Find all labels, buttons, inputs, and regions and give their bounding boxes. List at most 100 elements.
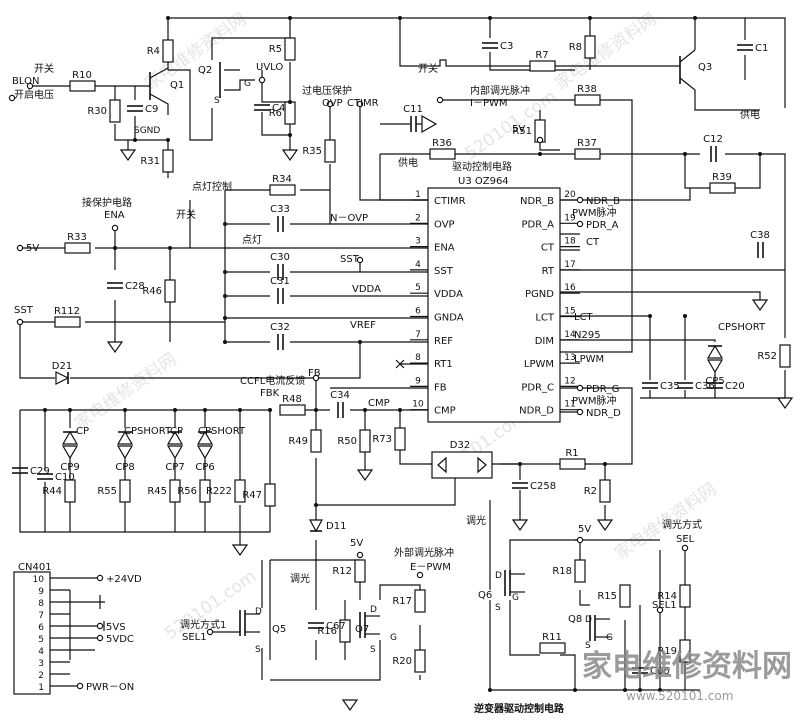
ic-pin-name: ENA <box>434 243 455 254</box>
capacitor-label: C258 <box>530 481 556 492</box>
connector-pin-number: 10 <box>33 575 45 585</box>
capacitor-label: C32 <box>270 322 290 333</box>
c5vdc-label: 5VDC <box>106 634 134 645</box>
resistor-label: R20 <box>392 656 412 667</box>
junction-dot <box>288 100 292 104</box>
ic-pin-name: NDR_D <box>519 406 554 417</box>
supply-label: 供电 <box>398 156 418 169</box>
resistor-r1: R1 <box>559 448 586 470</box>
diode-label: CP9 <box>60 462 79 473</box>
capacitor-c28: C28 <box>107 281 145 292</box>
q6-s: S <box>495 603 501 613</box>
resistor-label: R5 <box>269 44 282 55</box>
resistor-label: R38 <box>577 84 597 95</box>
resistor-label: R73 <box>372 434 392 445</box>
capacitor-c29: C29 <box>12 466 50 477</box>
diode-label: D11 <box>326 521 346 532</box>
resistor-label: R35 <box>302 146 322 157</box>
test-point <box>656 606 664 614</box>
ext-pwm-label: 外部调光脉冲 <box>394 546 454 559</box>
ic-u3: 驱动控制电路 U3 OZ964 <box>427 160 561 423</box>
cp-label: CP <box>76 426 89 437</box>
connector-body <box>13 571 51 695</box>
junction-dot <box>363 408 367 412</box>
test-point <box>96 634 104 642</box>
resistor-r36: R36 <box>429 138 456 160</box>
diode-label: D21 <box>52 361 72 372</box>
resistor-label: R31 <box>140 156 160 167</box>
switch-label-3: 开关 <box>176 208 196 221</box>
q6-d: D <box>495 571 502 581</box>
resistor-label: R55 <box>97 486 117 497</box>
test-point <box>356 256 364 264</box>
q5-s: S <box>255 645 261 655</box>
resistor-label: R49 <box>288 436 308 447</box>
vdda-label: VDDA <box>352 284 381 295</box>
diode-label: D32 <box>450 440 470 451</box>
capacitor-label: C1 <box>755 43 768 54</box>
resistor-r5: R5 <box>269 37 296 61</box>
test-point <box>76 682 84 690</box>
resistor-label: R19 <box>657 646 677 657</box>
c5vs-label: 5VS <box>106 622 126 633</box>
resistor-label: R47 <box>242 490 262 501</box>
v5-label-3: 5V <box>350 538 363 549</box>
resistor-label: R50 <box>337 436 357 447</box>
ic-name: 驱动控制电路 <box>452 160 512 173</box>
capacitor-c38: C38 <box>750 230 770 258</box>
transistor-q3: Q3 <box>698 62 712 73</box>
resistor-r20: R20 <box>392 649 426 673</box>
sel-label: SEL <box>676 534 695 545</box>
ic-pin-name: RT <box>542 266 555 277</box>
junction-dot <box>43 408 47 412</box>
resistor-r46: R46 <box>142 279 176 303</box>
resistor-r222: R222 <box>206 479 246 503</box>
resistor-label: R15 <box>597 591 617 602</box>
ic-pin-name: CTIMR <box>434 196 466 207</box>
ovp-label: OVP <box>322 98 343 109</box>
junction-dot <box>358 340 362 344</box>
test-point <box>26 82 34 90</box>
resistor-label: R12 <box>332 566 352 577</box>
junction-dot <box>638 688 642 692</box>
resistor-label: R2 <box>584 486 597 497</box>
capacitor-label: C29 <box>30 466 50 477</box>
capacitor-c30: C30 <box>270 252 290 280</box>
capacitor-c36: C36 <box>677 381 715 392</box>
transistor-q2: Q2 <box>198 65 212 76</box>
ic-pin-name: GNDA <box>434 313 464 324</box>
transistor-q1: Q1 <box>170 80 184 91</box>
e-pwm-label: E－PWM <box>410 562 451 573</box>
capacitor-label: C31 <box>270 276 290 287</box>
ic-pin-number: 11 <box>564 400 575 410</box>
n-ovp-label: N－OVP <box>330 213 368 224</box>
resistor-label: R17 <box>392 596 412 607</box>
resistor-label: R14 <box>657 591 677 602</box>
capacitor-c10: C10 <box>37 472 75 483</box>
resistor-label: R36 <box>432 138 452 149</box>
q2-g: G <box>244 79 251 89</box>
ic-pin-name: LCT <box>535 313 555 324</box>
diode-label: CP8 <box>115 462 134 473</box>
resistor-r11: R11 <box>539 632 566 654</box>
sel1-label-2: SEL1 <box>652 600 677 611</box>
capacitor-c20: C20 <box>707 381 745 392</box>
resistor-r52: R52 <box>757 344 791 368</box>
diagram-title: 逆变器驱动控制电路 <box>474 702 565 715</box>
junction-dot <box>693 16 697 20</box>
q7-s: S <box>370 645 376 655</box>
junction-dot <box>203 408 207 412</box>
ground-symbols <box>99 149 794 712</box>
ic-pin-number: 14 <box>564 330 576 340</box>
junction-dot <box>398 408 402 412</box>
ic-pin-number: 18 <box>564 237 576 247</box>
pdr-g-net: PDR_G <box>586 384 619 395</box>
q2-s: S <box>214 96 220 106</box>
cpshort-label: CPSHORT <box>718 322 766 333</box>
junction-dot <box>758 152 762 156</box>
transistor-label: Q2 <box>198 65 212 76</box>
resistor-label: R34 <box>272 174 292 185</box>
resistor-r14: R14 <box>657 584 691 608</box>
buffer-symbol <box>421 114 438 134</box>
